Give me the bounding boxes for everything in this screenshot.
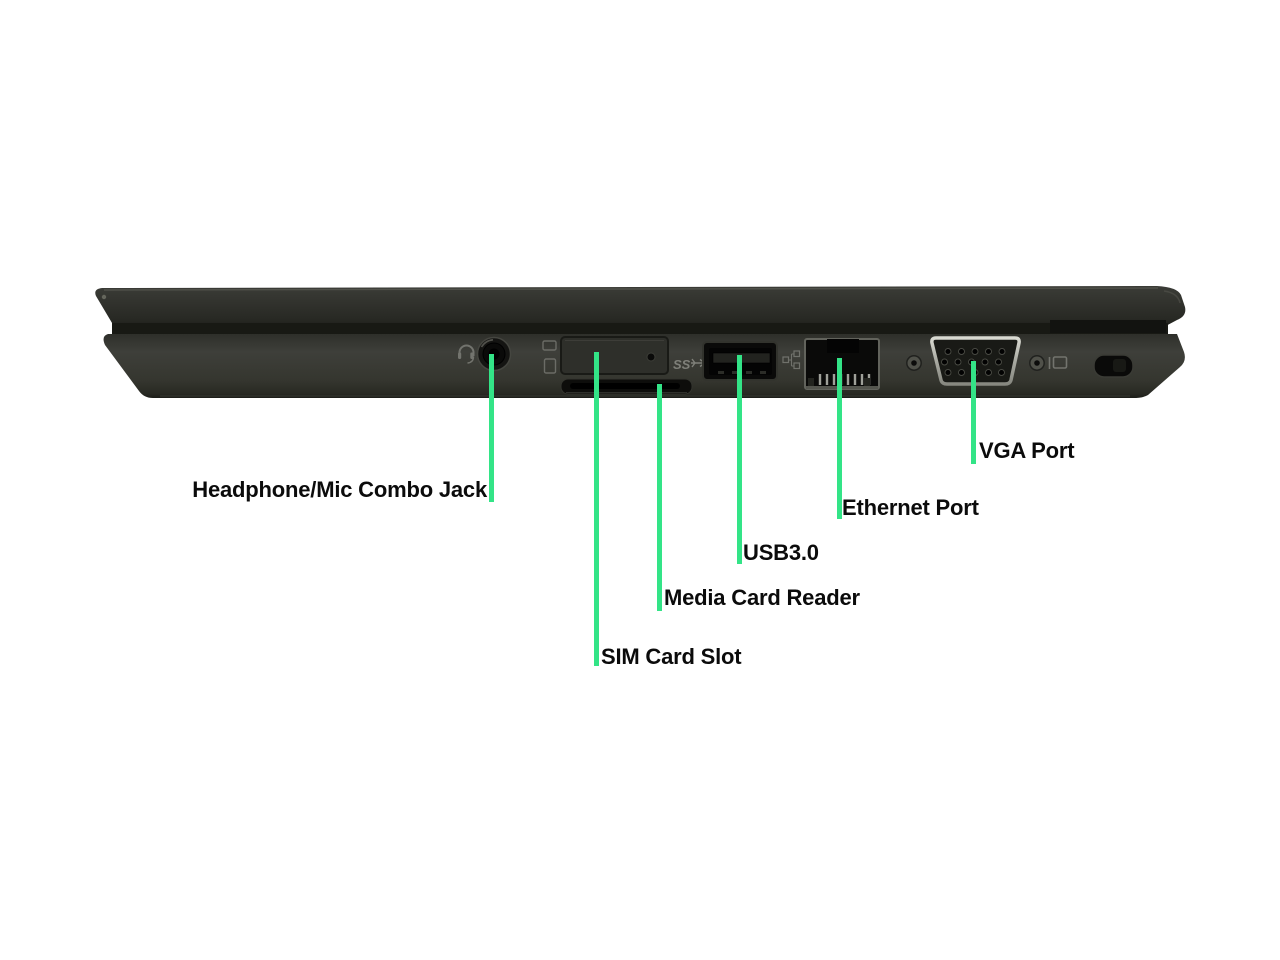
headphone-jack: [476, 336, 512, 372]
usb-ss-text: SS: [673, 357, 691, 372]
callout-line-headphone-mic-combo-jack: [489, 354, 494, 502]
callout-label-sim-card-slot: SIM Card Slot: [601, 644, 742, 669]
callout-line-media-card-reader: [657, 384, 662, 611]
callout-label-ethernet-port: Ethernet Port: [842, 495, 979, 520]
lid-base-seam: [112, 320, 1168, 336]
media-card-slot: [560, 378, 693, 395]
kensington-lock-slot: [1093, 354, 1134, 378]
laptop-lid: [95, 286, 1186, 328]
callout-label-usb-3-0: USB3.0: [743, 540, 819, 565]
callout-line-usb-3-0: [737, 355, 742, 564]
callout-label-vga-port: VGA Port: [979, 438, 1075, 463]
lid-screw-dot: [101, 294, 107, 300]
sim-eject-pinhole: [646, 352, 656, 362]
display-icon: [1048, 356, 1068, 369]
screw-hole-right: [1029, 355, 1045, 371]
screw-hole-left: [906, 355, 922, 371]
callout-line-sim-card-slot: [594, 352, 599, 666]
ethernet-icon: [782, 350, 801, 370]
sim-card-icon: [542, 340, 557, 374]
ethernet-port: [804, 338, 880, 390]
callout-label-media-card-reader: Media Card Reader: [664, 585, 860, 610]
callout-line-vga-port: [971, 361, 976, 464]
callout-label-headphone-mic-combo-jack: Headphone/Mic Combo Jack: [192, 477, 487, 502]
sim-card-slot: [560, 336, 669, 375]
callout-line-ethernet-port: [837, 358, 842, 519]
headset-icon: [458, 344, 475, 364]
